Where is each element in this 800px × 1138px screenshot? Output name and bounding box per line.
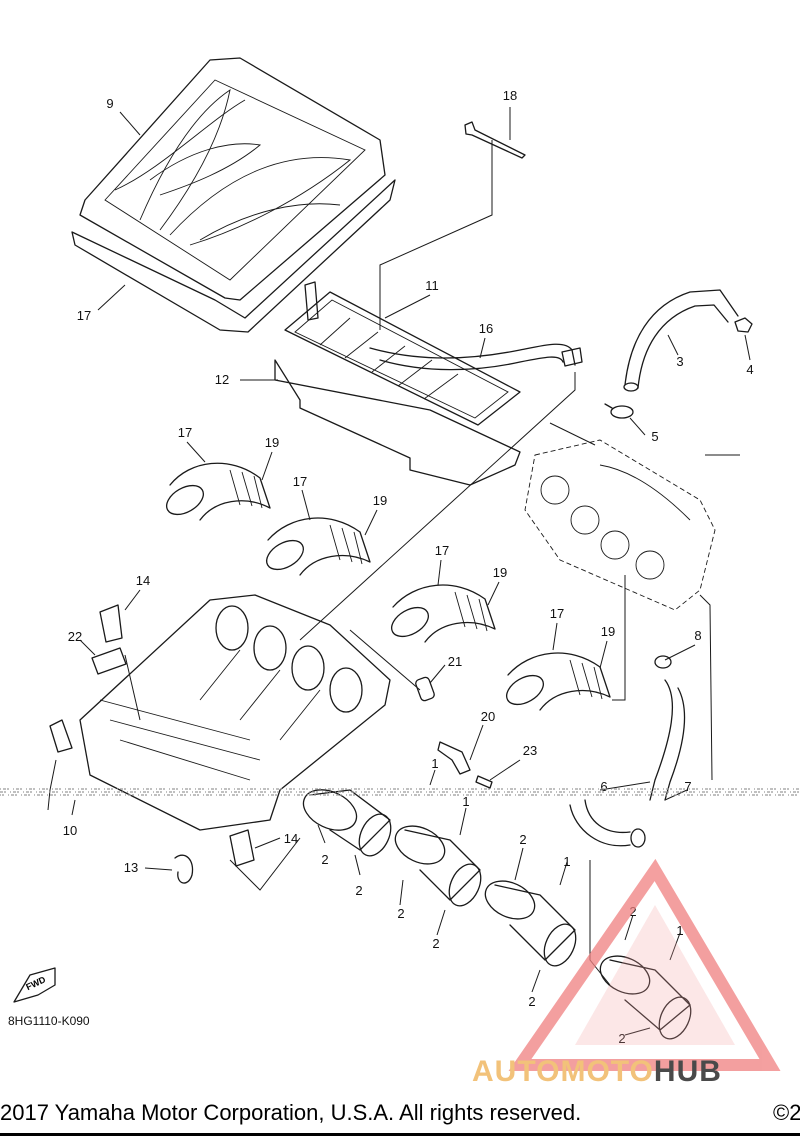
joint-1a [302, 789, 392, 857]
screw-21 [475, 775, 493, 789]
footer-rule [0, 1133, 800, 1136]
scan-artifact [0, 788, 800, 796]
callout-22: 21 [448, 654, 462, 669]
sensor-20 [437, 741, 471, 775]
callout-2b: 2 [355, 883, 362, 898]
joint-1c [484, 880, 577, 967]
callout-4: 4 [746, 362, 753, 377]
joint-1d [599, 955, 692, 1040]
crankcase-hose [623, 289, 739, 392]
hose-clamp-5 [604, 403, 634, 419]
callout-17c: 17 [435, 543, 449, 558]
callout-7: 7 [684, 779, 691, 794]
watermark-text-a: AUTOMOTO [472, 1055, 654, 1088]
callout-2f: 2 [528, 994, 535, 1009]
breather-hose [369, 343, 583, 371]
damper-14-lower [229, 829, 255, 867]
callout-16: 16 [479, 321, 493, 336]
callout-14a: 14 [136, 573, 150, 588]
callout-20: 20 [481, 709, 495, 724]
callout-19b: 19 [373, 493, 387, 508]
part-code: 8HG1110-K090 [8, 1014, 90, 1028]
callout-2h: 2 [618, 1031, 625, 1046]
clip-13 [174, 854, 194, 884]
callout-18: 18 [503, 88, 517, 103]
intake-funnel-4 [506, 652, 611, 711]
callout-2d: 2 [432, 936, 439, 951]
callout-23: 22 [68, 629, 82, 644]
damper-14-upper [99, 604, 123, 643]
copyright-tail: ©2 [773, 1100, 800, 1125]
hose-tie [464, 121, 526, 159]
hose-clip-4 [734, 317, 753, 333]
leader-lines [47, 107, 751, 1036]
watermark-logo [508, 858, 781, 1071]
joint-1b [394, 825, 482, 907]
label-23 [91, 647, 127, 675]
callout-19a: 19 [265, 435, 279, 450]
callout-2e: 2 [519, 832, 526, 847]
callout-5: 5 [651, 429, 658, 444]
callout-1d: 1 [676, 923, 683, 938]
bracket-48 [49, 719, 73, 753]
callout-6: 6 [600, 779, 607, 794]
callout-3: 3 [676, 354, 683, 369]
callout-14b: 14 [284, 831, 298, 846]
intake-funnel-3 [391, 584, 496, 643]
callout-19c: 19 [493, 565, 507, 580]
callout-21: 23 [523, 743, 537, 758]
callout-17d: 17 [550, 606, 564, 621]
hose-6 [569, 799, 646, 848]
callout-17a: 17 [178, 425, 192, 440]
hose-7 [649, 679, 686, 801]
intake-funnel-2 [266, 517, 371, 576]
callout-12: 12 [215, 372, 229, 387]
copyright-footer: 2017 Yamaha Motor Corporation, U.S.A. Al… [0, 1097, 800, 1138]
callout-19d: 19 [601, 624, 615, 639]
callout-11: 11 [425, 278, 439, 293]
callout-1b: 1 [462, 794, 469, 809]
callout-2c: 2 [397, 906, 404, 921]
callout-1c: 1 [563, 854, 570, 869]
air-cleaner-case-cover [71, 57, 396, 333]
callout-labels: 9 17 18 11 16 12 3 4 5 17 19 17 19 17 19… [63, 88, 754, 1046]
callout-17b: 17 [293, 474, 307, 489]
callout-9: 9 [106, 96, 113, 111]
clamp-8 [654, 655, 672, 669]
callout-8: 8 [694, 628, 701, 643]
callout-13: 13 [124, 860, 138, 875]
watermark-text-b: HUB [653, 1055, 722, 1088]
callout-10: 10 [63, 823, 77, 838]
callout-2a: 2 [321, 852, 328, 867]
callout-15: 17 [77, 308, 91, 323]
fwd-label: FWD [24, 974, 47, 992]
air-filter-element [284, 281, 521, 426]
throttle-body-assembly [524, 439, 716, 611]
watermark-text: AUTOMOTOHUB [472, 1055, 722, 1089]
callout-1a: 1 [431, 756, 438, 771]
fwd-arrow-icon: FWD [13, 967, 56, 1003]
grommet-22 [415, 676, 435, 702]
copyright-text: 2017 Yamaha Motor Corporation, U.S.A. Al… [0, 1100, 582, 1125]
air-cleaner-case-bottom [79, 594, 391, 831]
intake-funnel-1 [166, 462, 271, 521]
